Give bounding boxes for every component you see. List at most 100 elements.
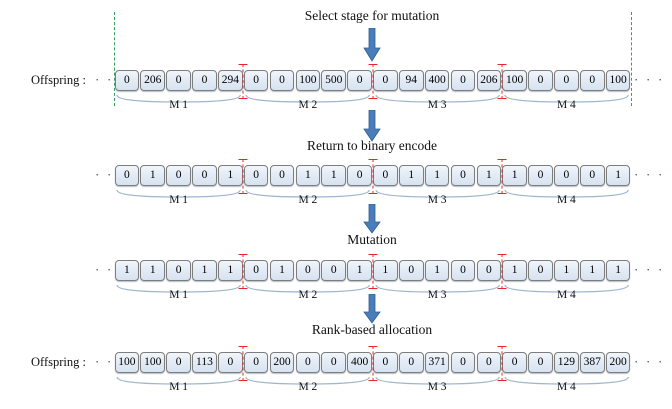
gene-cell[interactable]: 400 xyxy=(347,352,372,373)
gene-cell[interactable]: 0 xyxy=(450,70,476,91)
gene-cell[interactable]: 294 xyxy=(218,70,243,91)
gene-cell[interactable]: 1 xyxy=(502,165,527,186)
gene-cell[interactable]: 0 xyxy=(528,260,553,281)
gene-cell[interactable]: 1 xyxy=(502,260,527,281)
gene-cell[interactable]: 94 xyxy=(398,70,424,91)
gene-cell[interactable]: 206 xyxy=(476,70,502,91)
gene-cell[interactable]: 0 xyxy=(321,352,347,373)
gene-cell[interactable]: 1 xyxy=(114,260,140,281)
gene-cell[interactable]: 0 xyxy=(450,165,476,186)
gene-cell[interactable]: 100 xyxy=(140,352,166,373)
gene-cell[interactable]: 0 xyxy=(166,352,191,373)
gene-cell[interactable]: 0 xyxy=(114,165,140,186)
gene-cell[interactable]: 0 xyxy=(373,70,398,91)
gene-cell[interactable]: 0 xyxy=(166,70,191,91)
gene-cell[interactable]: 100 xyxy=(502,70,527,91)
gene-cell[interactable]: 0 xyxy=(295,260,321,281)
gene-cell[interactable]: 1 xyxy=(269,260,295,281)
stage-label-m3: M 3 xyxy=(427,289,447,301)
gene-cell[interactable]: 1 xyxy=(424,260,450,281)
gene-cell[interactable]: 0 xyxy=(554,70,579,91)
gene-cell[interactable]: 1 xyxy=(140,165,166,186)
gene-cell[interactable]: 0 xyxy=(243,165,269,186)
gene-cell[interactable]: 206 xyxy=(140,70,166,91)
gene-cell[interactable]: 0 xyxy=(528,352,553,373)
gene-cell[interactable]: 1 xyxy=(140,260,166,281)
gene-cell[interactable]: 0 xyxy=(269,70,295,91)
gene-cell[interactable]: 1 xyxy=(398,165,424,186)
gene-cell[interactable]: 1 xyxy=(218,165,243,186)
gene-cell[interactable]: 0 xyxy=(243,352,269,373)
gene-cell[interactable]: 0 xyxy=(528,70,553,91)
stage-label-m4: M 4 xyxy=(556,381,576,393)
gene-cell[interactable]: 0 xyxy=(398,260,424,281)
gene-cell[interactable]: 1 xyxy=(373,260,398,281)
stage-label-m1: M 1 xyxy=(169,194,189,206)
gene-cell[interactable]: 1 xyxy=(605,165,631,186)
gene-cell[interactable]: 0 xyxy=(502,352,527,373)
gene-cell[interactable]: 0 xyxy=(218,352,243,373)
gene-cell[interactable]: 0 xyxy=(554,165,579,186)
gene-cell[interactable]: 0 xyxy=(450,352,476,373)
gene-cell[interactable]: 0 xyxy=(398,352,424,373)
gene-cell[interactable]: 1 xyxy=(218,260,243,281)
stage-brace xyxy=(374,281,500,293)
stage-label-m4: M 4 xyxy=(556,289,576,301)
gene-cell[interactable]: 0 xyxy=(476,260,502,281)
gene-cell[interactable]: 0 xyxy=(321,260,347,281)
gene-cell[interactable]: 100 xyxy=(605,70,631,91)
gene-cell[interactable]: 1 xyxy=(295,165,321,186)
gene-cell[interactable]: 0 xyxy=(243,260,269,281)
gene-cell[interactable]: 387 xyxy=(579,352,605,373)
gene-cell[interactable]: 400 xyxy=(424,70,450,91)
stage-brace xyxy=(116,186,241,198)
gene-cell[interactable]: 0 xyxy=(579,70,605,91)
stage-brace xyxy=(116,91,241,103)
stage-separator-2 xyxy=(368,64,378,99)
gene-cell[interactable]: 0 xyxy=(347,165,372,186)
stage-separator-2 xyxy=(368,254,378,289)
stage-brace xyxy=(116,281,241,293)
boundary-dashed-right xyxy=(631,12,632,106)
gene-cell[interactable]: 100 xyxy=(295,70,321,91)
stage-separator-1 xyxy=(238,254,248,289)
gene-cell[interactable]: 0 xyxy=(243,70,269,91)
stage-label-m4: M 4 xyxy=(556,194,576,206)
gene-cell[interactable]: 129 xyxy=(554,352,579,373)
gene-cell[interactable]: 200 xyxy=(269,352,295,373)
gene-cell[interactable]: 1 xyxy=(605,260,631,281)
stage-label-m1: M 1 xyxy=(169,99,189,111)
gene-cell[interactable]: 0 xyxy=(373,165,398,186)
gene-cell[interactable]: 0 xyxy=(450,260,476,281)
gene-cell[interactable]: 0 xyxy=(114,70,140,91)
gene-cell[interactable]: 1 xyxy=(321,165,347,186)
gene-cell[interactable]: 200 xyxy=(605,352,631,373)
gene-cell[interactable]: 371 xyxy=(424,352,450,373)
gene-cell[interactable]: 0 xyxy=(528,165,553,186)
gene-cell[interactable]: 500 xyxy=(321,70,347,91)
gene-cell[interactable]: 0 xyxy=(166,165,191,186)
stage-separator-3 xyxy=(497,254,507,289)
gene-cell[interactable]: 0 xyxy=(373,352,398,373)
gene-cell[interactable]: 100 xyxy=(114,352,140,373)
stage-brace xyxy=(504,281,629,293)
gene-cell[interactable]: 0 xyxy=(347,70,372,91)
gene-cell[interactable]: 1 xyxy=(424,165,450,186)
gene-cell[interactable]: 0 xyxy=(192,165,217,186)
gene-cell[interactable]: 0 xyxy=(295,352,321,373)
gene-cell[interactable]: 1 xyxy=(579,260,605,281)
gene-cell[interactable]: 1 xyxy=(554,260,579,281)
gene-cell[interactable]: 0 xyxy=(269,165,295,186)
gene-cell[interactable]: 0 xyxy=(166,260,191,281)
gene-cell[interactable]: 0 xyxy=(579,165,605,186)
gene-cell[interactable]: 0 xyxy=(476,352,502,373)
gene-cell[interactable]: 113 xyxy=(192,352,217,373)
gene-cell[interactable]: 1 xyxy=(192,260,217,281)
gene-cell[interactable]: 1 xyxy=(347,260,372,281)
gene-cell[interactable]: 0 xyxy=(192,70,217,91)
gene-cell[interactable]: 1 xyxy=(476,165,502,186)
